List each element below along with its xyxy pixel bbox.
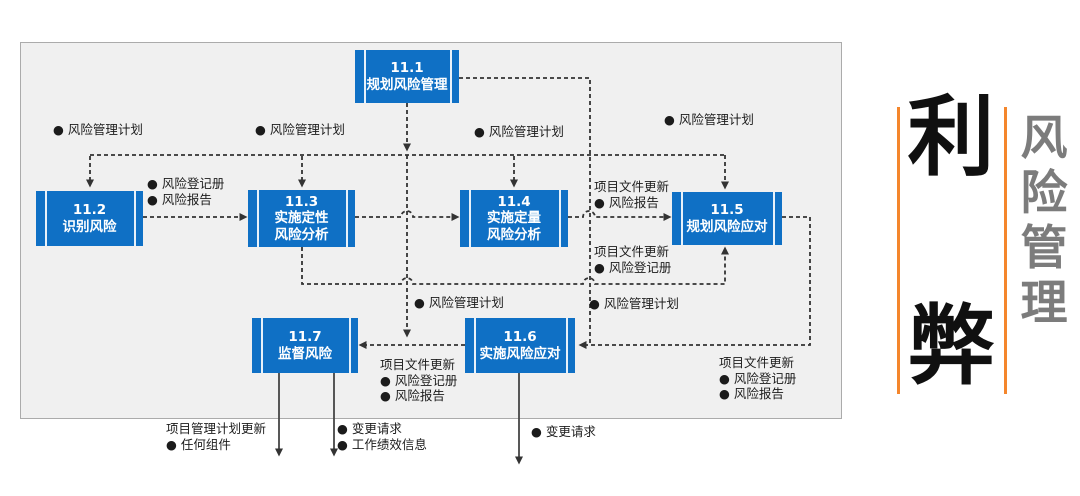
label-quant-out-upper: 项目文件更新● 风险报告 bbox=[594, 179, 669, 210]
side-vertical-title: 风险管理 bbox=[1016, 111, 1072, 331]
label-rmp-mid-right: ● 风险管理计划 bbox=[589, 296, 679, 312]
label-line: ● 风险管理计划 bbox=[474, 124, 564, 139]
label-line: ● 风险报告 bbox=[380, 388, 445, 403]
label-rmp-mid-left: ● 风险管理计划 bbox=[414, 295, 504, 311]
label-monitor-out-left: 项目管理计划更新● 任何组件 bbox=[166, 421, 266, 452]
label-line: ● 风险报告 bbox=[719, 386, 784, 401]
label-line: 项目文件更新 bbox=[719, 355, 795, 370]
label-implement-out: 项目文件更新● 风险登记册● 风险报告 bbox=[380, 357, 457, 404]
label-line: ● 风险管理计划 bbox=[255, 122, 345, 137]
label-implement-down: ● 变更请求 bbox=[531, 424, 596, 440]
label-rmp-top-3: ● 风险管理计划 bbox=[474, 124, 564, 140]
label-line: ● 风险报告 bbox=[147, 191, 212, 207]
label-respond-out: 项目文件更新● 风险登记册● 风险报告 bbox=[719, 355, 796, 402]
accent-line-right bbox=[1004, 107, 1007, 394]
process-number: 11.6 bbox=[503, 329, 537, 345]
label-line: ● 任何组件 bbox=[166, 436, 231, 452]
process-name: 监督风险 bbox=[278, 345, 332, 362]
side-title-char: 险 bbox=[1020, 166, 1068, 221]
process-name: 规划风险管理 bbox=[366, 76, 448, 93]
label-identify-outputs: ● 风险登记册● 风险报告 bbox=[147, 176, 224, 207]
process-name: 实施定性 bbox=[274, 210, 329, 227]
label-qual-out-lower: 项目文件更新● 风险登记册 bbox=[594, 244, 671, 275]
label-line: ● 工作绩效信息 bbox=[337, 436, 427, 452]
process-name: 风险分析 bbox=[274, 226, 329, 243]
con-char: 弊 bbox=[907, 295, 995, 397]
label-line: ● 风险管理计划 bbox=[664, 112, 754, 127]
label-monitor-out-right: ● 变更请求● 工作绩效信息 bbox=[337, 421, 427, 452]
label-line: 项目管理计划更新 bbox=[166, 421, 267, 436]
label-line: 项目文件更新 bbox=[380, 357, 456, 372]
label-line: ● 变更请求 bbox=[531, 424, 596, 439]
process-number: 11.2 bbox=[72, 202, 107, 218]
process-name: 实施定量 bbox=[487, 210, 541, 227]
label-line: 项目文件更新 bbox=[594, 244, 670, 259]
label-line: ● 风险管理计划 bbox=[53, 122, 143, 137]
label-line: ● 风险管理计划 bbox=[414, 295, 504, 310]
label-line: ● 风险登记册 bbox=[380, 372, 458, 388]
process-number: 11.7 bbox=[288, 329, 322, 345]
label-line: 项目文件更新 bbox=[594, 179, 670, 194]
side-title-char: 理 bbox=[1020, 276, 1068, 331]
label-rmp-top-1: ● 风险管理计划 bbox=[53, 122, 143, 138]
process-name: 实施风险应对 bbox=[479, 345, 561, 362]
label-line: ● 风险报告 bbox=[594, 194, 659, 210]
process-number: 11.4 bbox=[497, 193, 531, 210]
label-line: ● 风险登记册 bbox=[719, 370, 797, 386]
label-line: ● 风险登记册 bbox=[147, 176, 225, 191]
label-rmp-top-4: ● 风险管理计划 bbox=[664, 112, 754, 128]
label-rmp-top-2: ● 风险管理计划 bbox=[255, 122, 345, 138]
label-line: ● 变更请求 bbox=[337, 421, 402, 436]
process-number: 11.3 bbox=[284, 193, 319, 210]
accent-line-left bbox=[897, 107, 900, 394]
label-line: ● 风险登记册 bbox=[594, 259, 672, 275]
process-number: 11.1 bbox=[390, 60, 424, 76]
label-line: ● 风险管理计划 bbox=[589, 296, 679, 311]
pros-cons-banner: 利 弊 bbox=[896, 94, 1006, 390]
side-title-char: 风 bbox=[1020, 111, 1068, 166]
pro-char: 利 bbox=[907, 86, 995, 188]
process-name: 识别风险 bbox=[62, 218, 117, 235]
side-title-char: 管 bbox=[1020, 221, 1068, 276]
process-number: 11.5 bbox=[710, 202, 744, 218]
process-name: 风险分析 bbox=[487, 226, 541, 243]
process-name: 规划风险应对 bbox=[686, 218, 768, 235]
